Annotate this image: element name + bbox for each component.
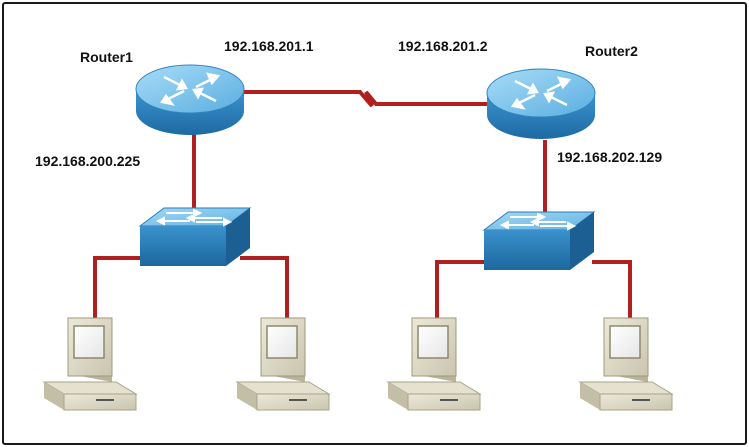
pc1-icon[interactable] <box>42 317 138 411</box>
router2-lan-ip: 192.168.202.129 <box>557 149 662 165</box>
pc4-icon[interactable] <box>578 317 674 411</box>
pc2-icon[interactable] <box>235 317 331 411</box>
pc3-icon[interactable] <box>386 317 482 411</box>
switch2-pc3-link <box>435 260 492 320</box>
switch1-pc1-link <box>93 256 150 320</box>
router1-label: Router1 <box>80 49 133 65</box>
router1-wan-ip: 192.168.201.1 <box>224 38 314 54</box>
switch2-pc4-link <box>592 260 632 320</box>
router2-icon[interactable] <box>486 68 596 139</box>
router1-lan-ip: 192.168.200.225 <box>35 153 140 169</box>
switch1-icon[interactable] <box>138 207 252 266</box>
wan-serial-link <box>236 90 490 108</box>
router2-label: Router2 <box>585 43 638 59</box>
links <box>93 90 632 320</box>
router1-icon[interactable] <box>135 64 245 135</box>
switch2-icon[interactable] <box>482 211 596 270</box>
router2-wan-ip: 192.168.201.2 <box>398 38 488 54</box>
switch1-pc2-link <box>240 256 289 320</box>
